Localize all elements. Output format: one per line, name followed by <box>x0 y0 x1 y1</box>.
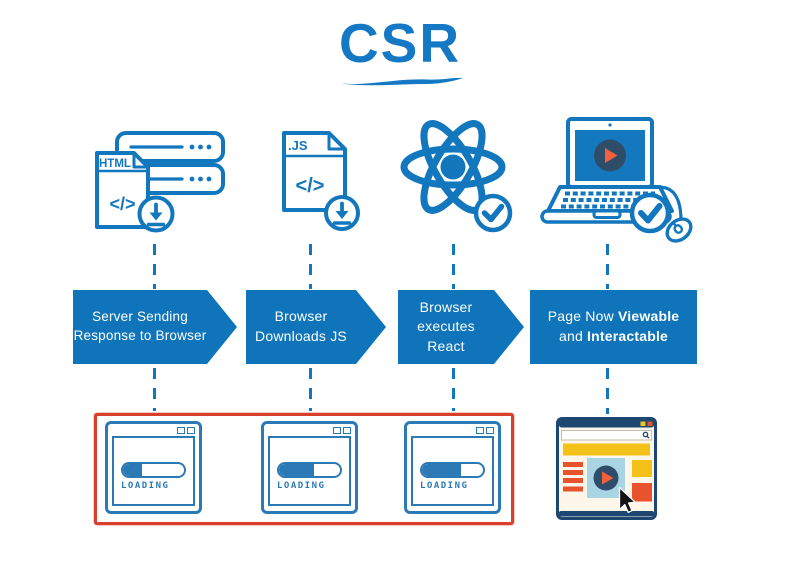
server-sending-html-icon: HTML </> <box>95 131 225 233</box>
window-control-icon <box>187 427 195 434</box>
loading-label: LOADING <box>420 481 469 491</box>
check-icon <box>629 192 671 234</box>
code-brackets-glyph: </> <box>296 175 325 197</box>
loading-window-3: LOADING <box>404 421 501 514</box>
play-icon <box>602 471 614 485</box>
loading-label: LOADING <box>121 481 170 491</box>
progress-fill <box>422 464 462 476</box>
window-control-icon <box>177 427 185 434</box>
html-file: HTML </> <box>95 151 150 229</box>
banner-step-3: Browser executes React <box>398 290 524 364</box>
progress-fill <box>279 464 314 476</box>
banner-step-1: Server Sending Response to Browser <box>73 290 237 364</box>
window-dot-icon <box>647 421 653 426</box>
connector-dashed-line <box>308 368 312 411</box>
banner-line: executes React <box>417 318 475 354</box>
loading-window-2: LOADING <box>261 421 358 514</box>
download-icon <box>137 195 175 233</box>
progress-bar <box>277 462 342 478</box>
loading-highlight-box <box>94 413 514 525</box>
page-title: CSR <box>338 12 462 74</box>
connector-dashed-line <box>605 244 609 289</box>
banner-line: Server Sending <box>92 309 188 325</box>
banner-line: Downloads JS <box>255 328 347 344</box>
download-icon <box>324 195 360 231</box>
connector-dashed-line <box>152 368 156 411</box>
search-bar <box>561 430 652 441</box>
connector-dashed-line <box>605 368 609 414</box>
window-dot-icon <box>640 421 646 426</box>
react-check-icon <box>400 120 513 233</box>
mouse-icon <box>665 217 693 243</box>
loading-label: LOADING <box>277 481 326 491</box>
js-file-label: .JS <box>288 138 308 153</box>
cursor-icon <box>618 486 636 514</box>
webcam-dot <box>608 123 612 127</box>
connector-dashed-line <box>451 244 455 289</box>
window-control-icon <box>476 427 484 434</box>
title-underline-swoosh <box>339 77 463 86</box>
window-content: LOADING <box>112 436 195 506</box>
server-led-dots <box>189 144 212 182</box>
window-content: LOADING <box>268 436 351 506</box>
banner-line: Page Now Viewable <box>547 308 680 325</box>
js-file-download-icon: .JS </> <box>282 131 360 231</box>
code-brackets-glyph: </> <box>109 194 135 214</box>
html-file-label: HTML <box>99 158 131 170</box>
banner-step-4: Page Now Viewable and Interactable <box>530 290 697 364</box>
window-bottombar <box>559 511 654 517</box>
window-content: LOADING <box>411 436 494 506</box>
touchpad <box>592 209 622 219</box>
connector-dashed-line <box>451 368 455 411</box>
window-control-icon <box>486 427 494 434</box>
window-titlebar <box>559 420 654 428</box>
banner-line: Response to Browser <box>73 328 207 343</box>
search-icon <box>642 431 649 438</box>
page-banner-block <box>563 443 650 456</box>
text-line-blocks <box>563 462 583 492</box>
window-control-icon <box>333 427 341 434</box>
window-control-icon <box>343 427 351 434</box>
banner-line: Browser <box>419 298 473 315</box>
laptop-play-check-icon <box>540 117 693 243</box>
content-block <box>632 460 652 477</box>
play-icon <box>605 148 618 163</box>
banner-step-2: Browser Downloads JS <box>246 290 386 364</box>
content-block <box>632 483 652 502</box>
js-file: .JS </> <box>282 131 347 212</box>
loading-window-1: LOADING <box>105 421 202 514</box>
progress-bar <box>420 462 485 478</box>
connector-dashed-line <box>152 244 156 289</box>
check-icon <box>473 193 513 233</box>
rendered-page-window <box>556 417 657 520</box>
banner-line: Browser <box>274 308 328 325</box>
banner-line: and Interactable <box>558 328 669 344</box>
progress-fill <box>123 464 142 476</box>
progress-bar <box>121 462 186 478</box>
connector-dashed-line <box>308 244 312 289</box>
